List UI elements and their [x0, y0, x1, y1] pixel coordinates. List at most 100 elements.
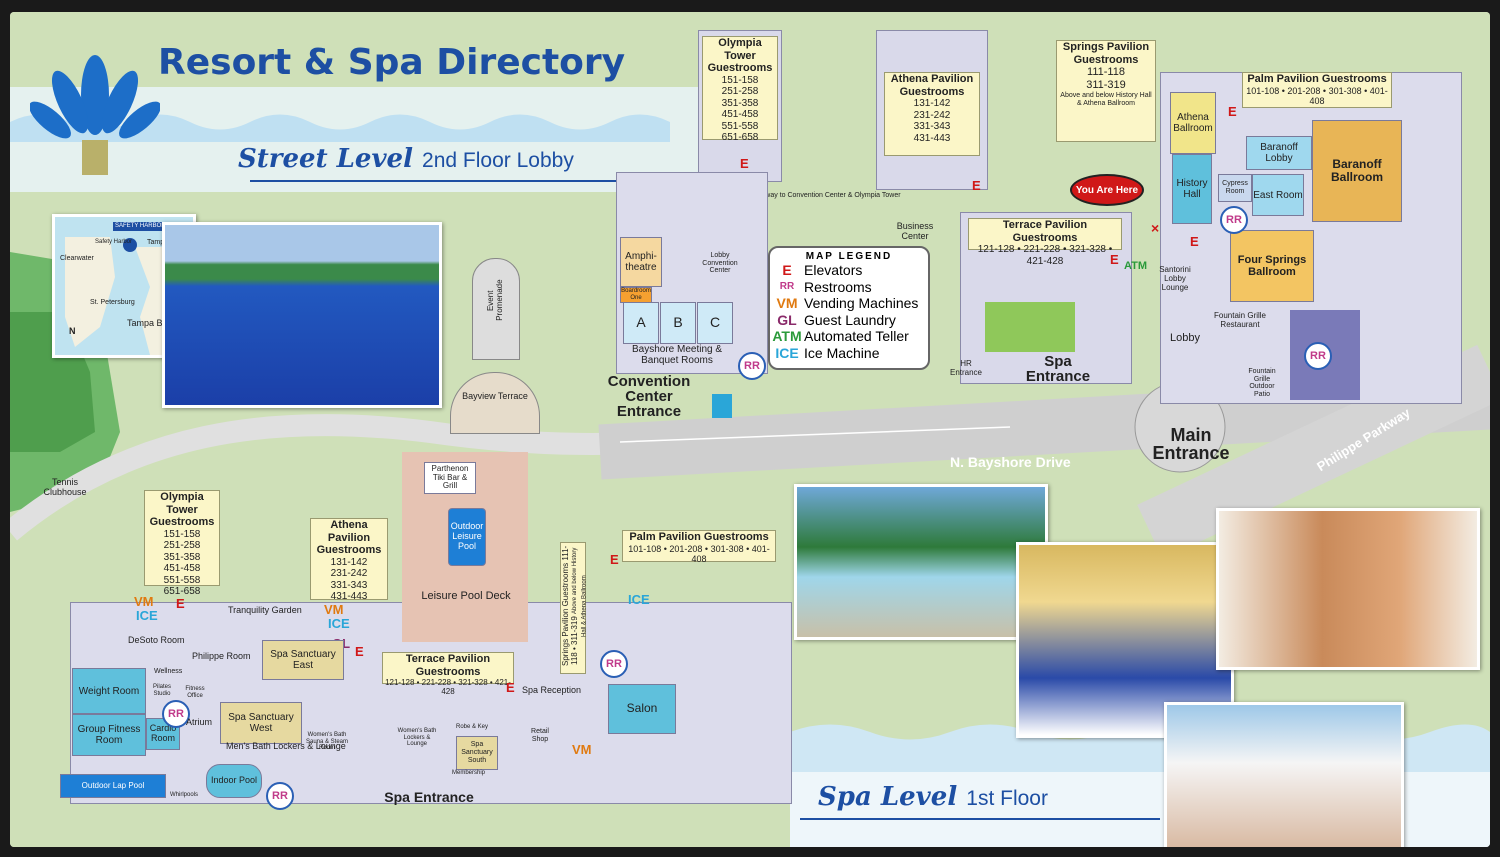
- terrace-guestrooms-upper: Terrace Pavilion Guestrooms 121-128 • 22…: [968, 218, 1122, 267]
- athena-ballroom: Athena Ballroom: [1170, 92, 1216, 154]
- spa-entrance-upper: Spa Entrance: [1025, 353, 1091, 385]
- event-promenade-label: Event Promenade: [486, 279, 504, 321]
- athena-room-range: 331-343: [913, 121, 951, 133]
- you-are-here-marker: You Are Here: [1070, 174, 1144, 206]
- inset-tampa-bay: Tampa Bay: [127, 318, 173, 328]
- business-center: Business Center: [896, 221, 934, 241]
- restroom-marker: RR: [162, 700, 190, 728]
- whirlpools: Whirlpools: [170, 792, 199, 798]
- fitness-office: Fitness Office: [185, 686, 205, 699]
- outdoor-lap-pool: Outdoor Lap Pool: [60, 774, 166, 798]
- olympia-guestrooms-lower: Olympia Tower Guestrooms 151-158 251-258…: [144, 490, 220, 597]
- elevator-marker: E: [176, 596, 185, 611]
- legend-label: Ice Machine: [804, 344, 880, 361]
- terrace-room-range: 121-128 • 221-228 • 321-328 • 421-428: [385, 678, 511, 697]
- bayview-terrace: [450, 372, 540, 434]
- ice-marker: ICE: [136, 608, 158, 623]
- olympia-title: Olympia Tower Guestrooms: [149, 491, 215, 529]
- terrace-guestrooms-lower: Terrace Pavilion Guestrooms 121-128 • 22…: [382, 652, 514, 696]
- directory-board: Resort & Spa Directory Street Level 2nd …: [10, 12, 1490, 847]
- athena-room-range: 431-443: [913, 132, 951, 144]
- terrace-title: Terrace Pavilion Guestrooms: [1002, 219, 1088, 244]
- event-promenade: [472, 258, 520, 360]
- terrace-title: Terrace Pavilion Guestrooms: [405, 653, 491, 678]
- walkway-label: Walkway to Convention Center & Olympia T…: [750, 192, 901, 199]
- baranoff-lobby: Baranoff Lobby: [1246, 136, 1312, 170]
- terrace-room-range: 121-128 • 221-228 • 321-328 • 421-428: [977, 244, 1113, 267]
- legend-row-vending: VM Vending Machines: [770, 295, 928, 312]
- palm-room-range: 101-108 • 201-208 • 301-308 • 401-408: [1246, 85, 1388, 106]
- spa-sanctuary-west: Spa Sanctuary West: [220, 702, 302, 744]
- spa-level-arrow: [800, 818, 1160, 820]
- fountain-grille: Fountain Grille Restaurant: [1213, 311, 1267, 329]
- bayshore-meeting-rooms: Bayshore Meeting & Banquet Rooms: [631, 344, 723, 366]
- salon: Salon: [608, 684, 676, 734]
- olympia-room-range: 251-258: [721, 86, 759, 98]
- you-are-here-x: ×: [1151, 220, 1160, 236]
- santorini-lounge: Santorini Lobby Lounge: [1159, 265, 1191, 292]
- elevator-marker: E: [1110, 252, 1119, 267]
- olympia-room-range: 351-358: [163, 551, 201, 563]
- legend-symbol: ICE: [775, 344, 799, 361]
- legend-label: Vending Machines: [804, 295, 919, 312]
- retail-shop: Retail Shop: [531, 728, 549, 743]
- inset-safety-harbor: Safety Harbor: [95, 239, 133, 245]
- restroom-marker: RR: [600, 650, 628, 678]
- boardroom-one: Boardroom One: [620, 287, 652, 303]
- springs-vertical-text: Springs Pavilion Guestrooms 111-118 • 31…: [561, 543, 589, 669]
- elevator-marker: E: [972, 178, 981, 193]
- olympia-room-range: 251-258: [163, 540, 201, 552]
- couple-photo: [1164, 702, 1404, 847]
- elevator-marker: E: [1228, 104, 1237, 119]
- springs-title: Springs Pavilion Guestrooms: [561, 562, 570, 667]
- legend-symbol: VM: [776, 295, 798, 312]
- palm-title: Palm Pavilion Guestrooms: [629, 531, 769, 543]
- restroom-marker: RR: [1304, 342, 1332, 370]
- atrium: Atrium: [186, 717, 213, 727]
- olympia-title: Olympia Tower Guestrooms: [707, 37, 773, 75]
- athena-title: Athena Pavilion Guestrooms: [890, 73, 974, 98]
- restroom-marker: RR: [266, 782, 294, 810]
- womens-bath-lockers: Women's Bath Lockers & Lounge: [397, 728, 437, 748]
- cardio-room: Cardio Room: [146, 718, 180, 750]
- athena-room-range: 231-242: [330, 568, 368, 580]
- meeting-room-a: A: [623, 302, 659, 344]
- legend-symbol: GL: [777, 311, 797, 328]
- olympia-room-range: 551-558: [163, 574, 201, 586]
- mens-bath-lockers: Men's Bath Lockers & Lounge: [226, 741, 346, 751]
- robe-key: Robe & Key: [456, 724, 489, 730]
- indoor-pool: Indoor Pool: [206, 764, 262, 798]
- aerial-photo: [162, 222, 442, 408]
- olympia-room-range: 451-458: [721, 109, 759, 121]
- legend-label: Elevators: [804, 262, 863, 279]
- athena-room-range: 131-142: [913, 98, 951, 110]
- group-fitness-room: Group Fitness Room: [72, 714, 146, 756]
- pilates-studio: Pilates Studio: [152, 684, 171, 697]
- inset-tampa: Tampa: [147, 239, 169, 246]
- legend-symbol: E: [782, 262, 792, 279]
- vending-marker: VM: [572, 742, 592, 757]
- spa-level-script: Spa Level: [818, 782, 958, 812]
- ice-marker: ICE: [328, 616, 350, 631]
- elevator-marker: E: [610, 552, 619, 567]
- meeting-room-c: C: [697, 302, 733, 344]
- springs-guestrooms-upper: Springs Pavilion Guestrooms 111-118 311-…: [1056, 40, 1156, 142]
- legend-row-ice: ICE Ice Machine: [770, 345, 928, 362]
- palm-title: Palm Pavilion Guestrooms: [1247, 73, 1387, 85]
- athena-room-range: 131-142: [330, 556, 368, 568]
- olympia-room-range: 151-158: [163, 528, 201, 540]
- athena-guestrooms-upper: Athena Pavilion Guestrooms 131-142 231-2…: [884, 72, 980, 156]
- massage-photo: [1216, 508, 1480, 670]
- palm-guestrooms-lower: Palm Pavilion Guestrooms 101-108 • 201-2…: [622, 530, 776, 564]
- spa-reception: Spa Reception: [522, 685, 582, 695]
- olympia-room-range: 651-658: [163, 586, 201, 598]
- springs-room-range: 111-118: [1087, 66, 1125, 79]
- page-title: Resort & Spa Directory: [158, 42, 626, 83]
- resort-logo: [30, 55, 160, 175]
- lobby-convention-center: Lobby Convention Center: [702, 252, 738, 275]
- courtyard: [985, 302, 1075, 352]
- parthenon-tiki-bar: Parthenon Tiki Bar & Grill: [424, 462, 476, 494]
